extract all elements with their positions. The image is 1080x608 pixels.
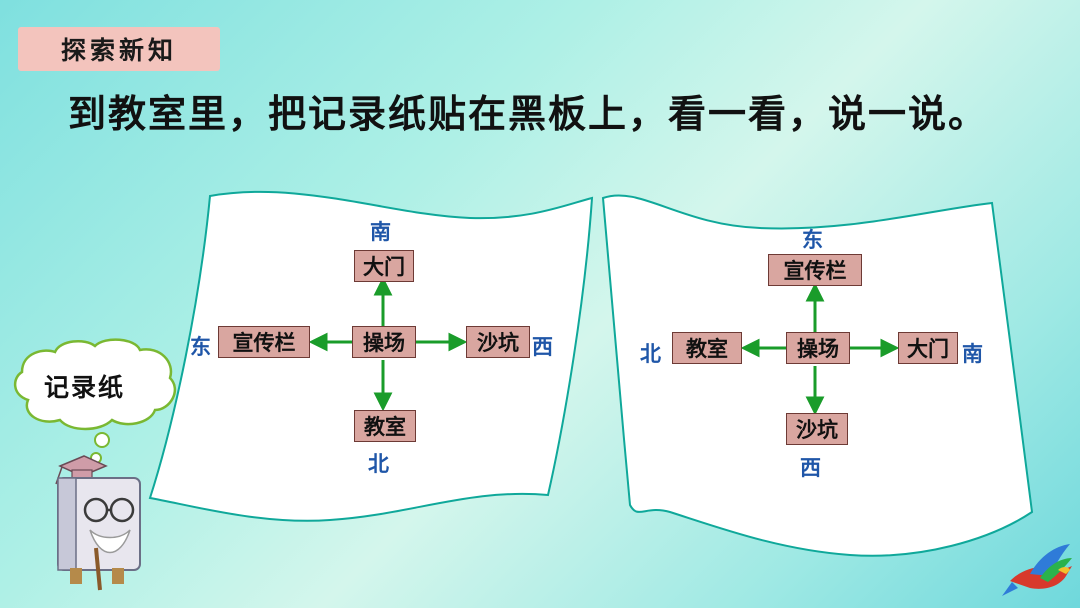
place-playground: 操场 [352, 326, 416, 358]
graduation-cap-icon [55, 455, 108, 485]
direction-west-bottom: 西 [800, 456, 821, 480]
place-bulletin-board: 宣传栏 [768, 254, 862, 286]
place-classroom: 教室 [354, 410, 416, 442]
place-playground: 操场 [786, 332, 850, 364]
direction-east-top: 东 [802, 228, 823, 252]
place-gate: 大门 [898, 332, 958, 364]
direction-south-right: 南 [962, 342, 983, 366]
place-sandpit: 沙坑 [786, 413, 848, 445]
thought-bubble [14, 338, 177, 431]
place-sandpit: 沙坑 [466, 326, 530, 358]
direction-west-right: 西 [532, 335, 553, 359]
place-bulletin-board: 宣传栏 [218, 326, 310, 358]
place-gate: 大门 [354, 250, 414, 282]
book-character-icon [57, 477, 141, 591]
direction-east-left: 东 [190, 335, 211, 359]
place-classroom: 教室 [672, 332, 742, 364]
parrot-icon [1002, 544, 1072, 596]
direction-north-bottom: 北 [368, 452, 389, 476]
section-tag: 探索新知 [18, 27, 220, 71]
direction-north-left: 北 [640, 342, 661, 366]
note-bubble-label: 记录纸 [44, 373, 126, 402]
direction-south-top: 南 [370, 220, 391, 244]
instruction-text: 到教室里，把记录纸贴在黑板上，看一看，说一说。 [68, 92, 989, 136]
